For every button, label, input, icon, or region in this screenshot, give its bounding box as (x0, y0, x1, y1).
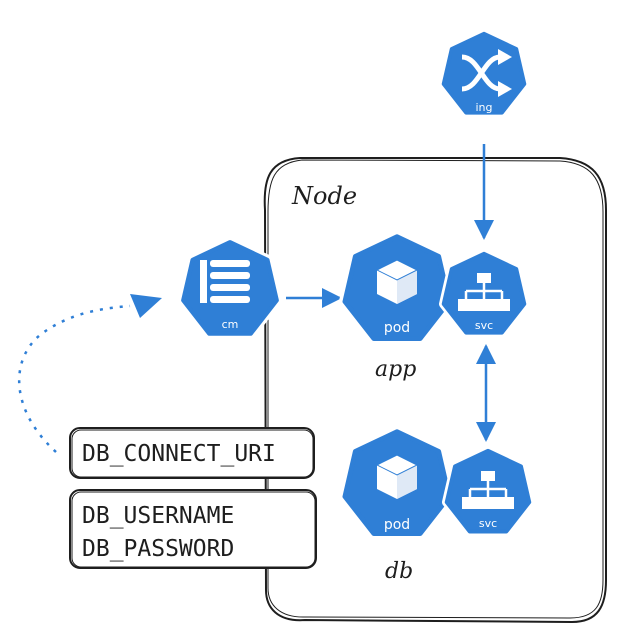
username-text: DB_USERNAME (82, 503, 234, 529)
ingress-icon: ing (444, 34, 525, 114)
app-svc-label: svc (475, 319, 493, 332)
db-pod-icon: pod (345, 432, 449, 534)
configmap-label: cm (222, 318, 239, 331)
dotted-arrow-head (130, 294, 162, 318)
app-svc-icon: svc (444, 254, 525, 333)
connect-uri-box: DB_CONNECT_URI (69, 427, 315, 479)
ingress-label: ing (475, 101, 492, 114)
db-svc-label: svc (479, 517, 497, 530)
app-pod-icon: pod (345, 237, 449, 339)
connect-uri-text: DB_CONNECT_URI (82, 441, 276, 467)
password-text: DB_PASSWORD (82, 536, 234, 562)
configmap-icon: cm (183, 242, 277, 334)
node-label: Node (291, 182, 357, 210)
node-box (263, 157, 607, 624)
credentials-box: DB_USERNAME DB_PASSWORD (69, 489, 317, 569)
db-svc-icon: svc (447, 451, 530, 532)
db-name: db (385, 559, 413, 584)
app-pod-label: pod (384, 320, 410, 336)
db-pod-label: pod (384, 517, 410, 533)
secret-to-configmap-dotted-arrow (17, 304, 131, 453)
app-name: app (375, 357, 416, 382)
